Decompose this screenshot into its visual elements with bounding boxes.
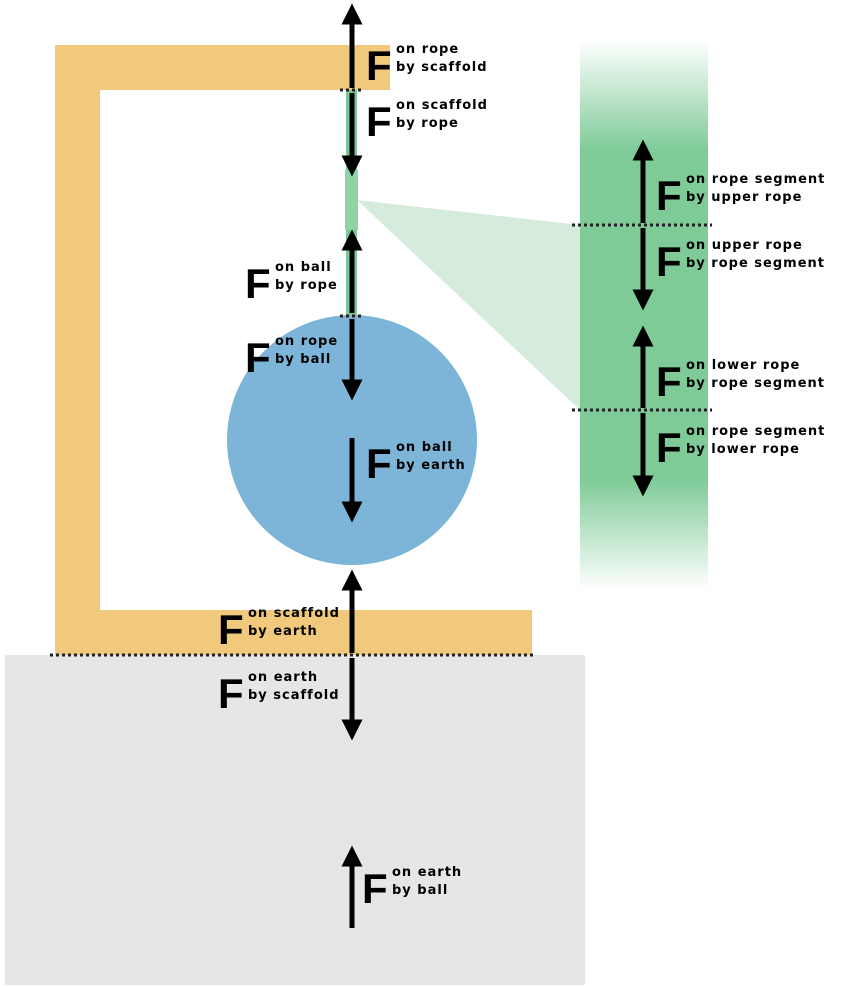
rope-zoom-panel [580, 40, 708, 590]
svg-text:on rope segment: on rope segment [686, 172, 825, 187]
svg-text:F: F [656, 238, 682, 285]
svg-text:by lower rope: by lower rope [686, 442, 800, 457]
svg-text:by upper rope: by upper rope [686, 190, 802, 205]
zoom-wedge [357, 200, 580, 410]
svg-text:by scaffold: by scaffold [248, 688, 340, 703]
svg-text:F: F [366, 440, 392, 487]
svg-text:on scaffold: on scaffold [396, 98, 488, 113]
svg-text:by rope: by rope [275, 278, 338, 293]
svg-text:by rope: by rope [396, 116, 459, 131]
svg-text:by scaffold: by scaffold [396, 60, 488, 75]
svg-text:on ball: on ball [275, 260, 332, 275]
svg-text:by ball: by ball [275, 352, 331, 367]
svg-text:F: F [656, 358, 682, 405]
svg-text:by earth: by earth [248, 624, 318, 639]
earth [5, 655, 585, 985]
svg-text:on lower rope: on lower rope [686, 358, 800, 373]
svg-text:by rope segment: by rope segment [686, 376, 825, 391]
svg-text:on rope segment: on rope segment [686, 424, 825, 439]
rope-segment [345, 170, 358, 230]
svg-text:by earth: by earth [396, 458, 466, 473]
svg-text:F: F [362, 865, 388, 912]
svg-text:F: F [245, 260, 271, 307]
svg-text:F: F [656, 424, 682, 471]
svg-text:by rope segment: by rope segment [686, 256, 825, 271]
boundary-lines [50, 88, 712, 657]
svg-text:F: F [366, 98, 392, 145]
svg-text:F: F [366, 42, 392, 89]
svg-text:by ball: by ball [392, 883, 448, 898]
svg-text:F: F [245, 334, 271, 381]
svg-text:on earth: on earth [392, 865, 462, 880]
svg-text:on upper rope: on upper rope [686, 238, 803, 253]
svg-text:F: F [218, 606, 244, 653]
svg-text:on rope: on rope [275, 334, 338, 349]
svg-text:F: F [656, 172, 682, 219]
svg-text:on rope: on rope [396, 42, 459, 57]
svg-text:F: F [218, 670, 244, 717]
svg-text:on ball: on ball [396, 440, 453, 455]
svg-text:on scaffold: on scaffold [248, 606, 340, 621]
scaffold [55, 45, 532, 655]
svg-text:on earth: on earth [248, 670, 318, 685]
